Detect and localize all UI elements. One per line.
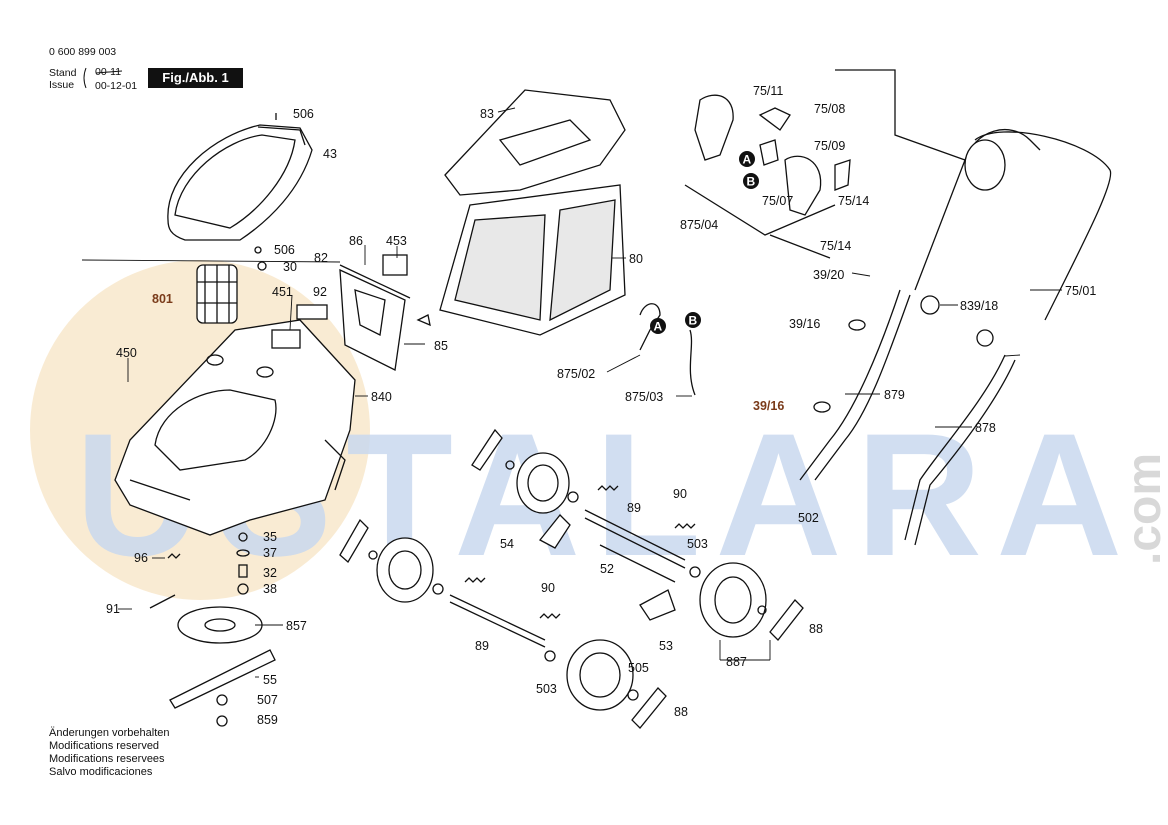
clip-part-85	[416, 314, 431, 327]
part-label-38: 38	[263, 582, 277, 596]
blade-part-55	[169, 649, 276, 709]
marker-b-switch: B	[747, 175, 756, 189]
stand-label: Stand	[49, 67, 77, 79]
part-label-502: 502	[798, 511, 819, 525]
switch-housing-part	[694, 94, 851, 216]
wheel-part-rear-right	[699, 562, 767, 638]
switch-box-part	[296, 304, 328, 320]
part-label-887: 887	[726, 655, 747, 669]
part-label-83: 83	[480, 107, 494, 121]
part-label-75-07: 75/07	[762, 194, 793, 208]
part-label-75-09: 75/09	[814, 139, 845, 153]
part-label-879: 879	[884, 388, 905, 402]
note-line-en: Modifications reserved	[49, 740, 160, 752]
note-line-es: Salvo modificaciones	[49, 766, 153, 778]
part-label-875-04: 875/04	[680, 218, 718, 232]
part-label-451: 451	[272, 285, 293, 299]
doc-number: 0 600 899 003	[49, 46, 117, 58]
wheel-part-rear-left	[516, 452, 570, 514]
part-label-52: 52	[600, 562, 614, 576]
modification-notes: Änderungen vorbehalten Modifications res…	[49, 727, 169, 779]
part-label-85: 85	[434, 339, 448, 353]
cable-part-875-03	[689, 329, 696, 396]
part-label-86: 86	[349, 234, 363, 248]
part-label-503b: 503	[536, 682, 557, 696]
fan-part-857	[177, 606, 263, 644]
part-label-90b: 90	[541, 581, 555, 595]
part-label-839-18: 839/18	[960, 299, 998, 313]
part-label-75-08: 75/08	[814, 102, 845, 116]
marker-a-switch: A	[743, 153, 752, 167]
part-label-88b: 88	[674, 705, 688, 719]
part-label-90a: 90	[673, 487, 687, 501]
motor-part	[196, 264, 238, 324]
stand-value: 00-11	[95, 66, 122, 78]
part-label-859: 859	[257, 713, 278, 727]
part-label-857: 857	[286, 619, 307, 633]
part-label-840: 840	[371, 390, 392, 404]
figure-label-badge: Fig./Abb. 1	[148, 68, 243, 88]
part-label-54: 54	[500, 537, 514, 551]
upper-handle-part	[914, 129, 1112, 321]
part-label-92: 92	[313, 285, 327, 299]
part-label-96: 96	[134, 551, 148, 565]
housing-part	[114, 319, 356, 536]
part-label-878: 878	[975, 421, 996, 435]
part-label-75-14a: 75/14	[838, 194, 869, 208]
part-label-32: 32	[263, 566, 277, 580]
connector-markers: A B A B	[650, 151, 759, 334]
part-label-39-20: 39/20	[813, 268, 844, 282]
part-label-453: 453	[386, 234, 407, 248]
label-plate-453	[382, 254, 408, 276]
part-label-82: 82	[314, 251, 328, 265]
part-label-43: 43	[323, 147, 337, 161]
part-label-75-01: 75/01	[1065, 284, 1096, 298]
note-line-fr: Modifications reservees	[49, 753, 165, 765]
issue-label: Issue	[49, 79, 75, 91]
part-label-39-16a: 39/16	[789, 317, 820, 331]
part-label-875-02: 875/02	[557, 367, 595, 381]
part-label-507: 507	[257, 693, 278, 707]
part-label-30: 30	[283, 260, 297, 274]
part-label-39-16b: 39/16	[753, 399, 784, 413]
knob-part-839-18	[920, 295, 940, 315]
part-label-875-03: 875/03	[625, 390, 663, 404]
part-label-91: 91	[106, 602, 120, 616]
part-label-55: 55	[263, 673, 277, 687]
wheel-part-front-right	[566, 639, 634, 711]
part-label-506a: 506	[293, 107, 314, 121]
marker-b-cable: B	[689, 314, 698, 328]
part-label-801: 801	[152, 292, 173, 306]
part-label-75-14b: 75/14	[820, 239, 851, 253]
part-label-35: 35	[263, 530, 277, 544]
part-labels: 506 43 506 30 801 451 92 86 453 82 85 45…	[106, 84, 1096, 727]
part-label-37: 37	[263, 546, 277, 560]
part-label-89a: 89	[627, 501, 641, 515]
grass-box-part	[439, 89, 626, 336]
note-line-de: Änderungen vorbehalten	[49, 727, 170, 739]
label-plate-451	[271, 329, 301, 349]
lid-cover-part	[167, 124, 313, 241]
rear-flap-part	[339, 264, 411, 371]
part-label-80: 80	[629, 252, 643, 266]
part-label-503a: 503	[687, 537, 708, 551]
handle-part-878	[904, 354, 1006, 541]
part-label-53: 53	[659, 639, 673, 653]
part-label-506b: 506	[274, 243, 295, 257]
part-label-89b: 89	[475, 639, 489, 653]
part-label-450: 450	[116, 346, 137, 360]
watermark-domain: .com	[1118, 453, 1168, 565]
part-label-505: 505	[628, 661, 649, 675]
handle-part-879	[799, 289, 901, 481]
marker-a-cable: A	[654, 320, 663, 334]
part-label-88a: 88	[809, 622, 823, 636]
wheel-part-front-left	[376, 537, 434, 603]
part-label-75-11: 75/11	[753, 84, 783, 98]
cable-part-875-02	[639, 303, 661, 351]
issue-value: 00-12-01	[95, 80, 138, 92]
